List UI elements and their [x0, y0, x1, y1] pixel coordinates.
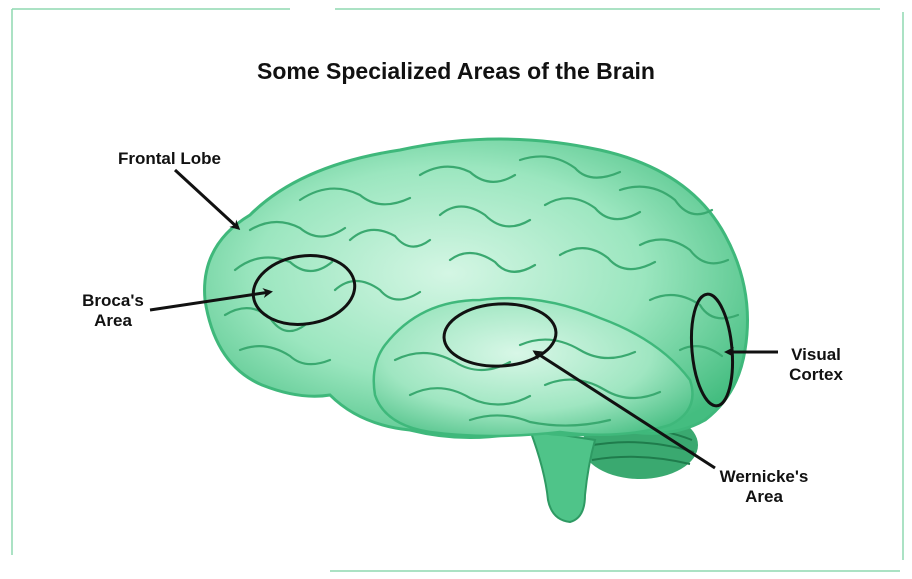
- label-wernicke-line2: Area: [714, 487, 814, 507]
- label-visual-line2: Cortex: [778, 365, 854, 385]
- diagram-title: Some Specialized Areas of the Brain: [0, 58, 912, 85]
- broca-arrow: [150, 292, 270, 310]
- frontal-lobe-arrow: [175, 170, 238, 228]
- label-wernicke-line1: Wernicke's: [714, 467, 814, 487]
- area-ellipses: [249, 249, 737, 407]
- label-broca-line1: Broca's: [78, 291, 148, 311]
- label-wernicke-area: Wernicke's Area: [714, 467, 814, 507]
- pointer-arrows: [150, 170, 778, 468]
- broca-ellipse: [249, 249, 359, 331]
- wernicke-arrow: [535, 352, 715, 468]
- label-broca-line2: Area: [78, 311, 148, 331]
- label-visual-line1: Visual: [778, 345, 854, 365]
- label-visual-cortex: Visual Cortex: [778, 345, 854, 385]
- label-broca-area: Broca's Area: [78, 291, 148, 331]
- wernicke-ellipse: [442, 301, 557, 369]
- visual-cortex-ellipse: [687, 292, 737, 407]
- label-frontal-lobe: Frontal Lobe: [118, 149, 221, 169]
